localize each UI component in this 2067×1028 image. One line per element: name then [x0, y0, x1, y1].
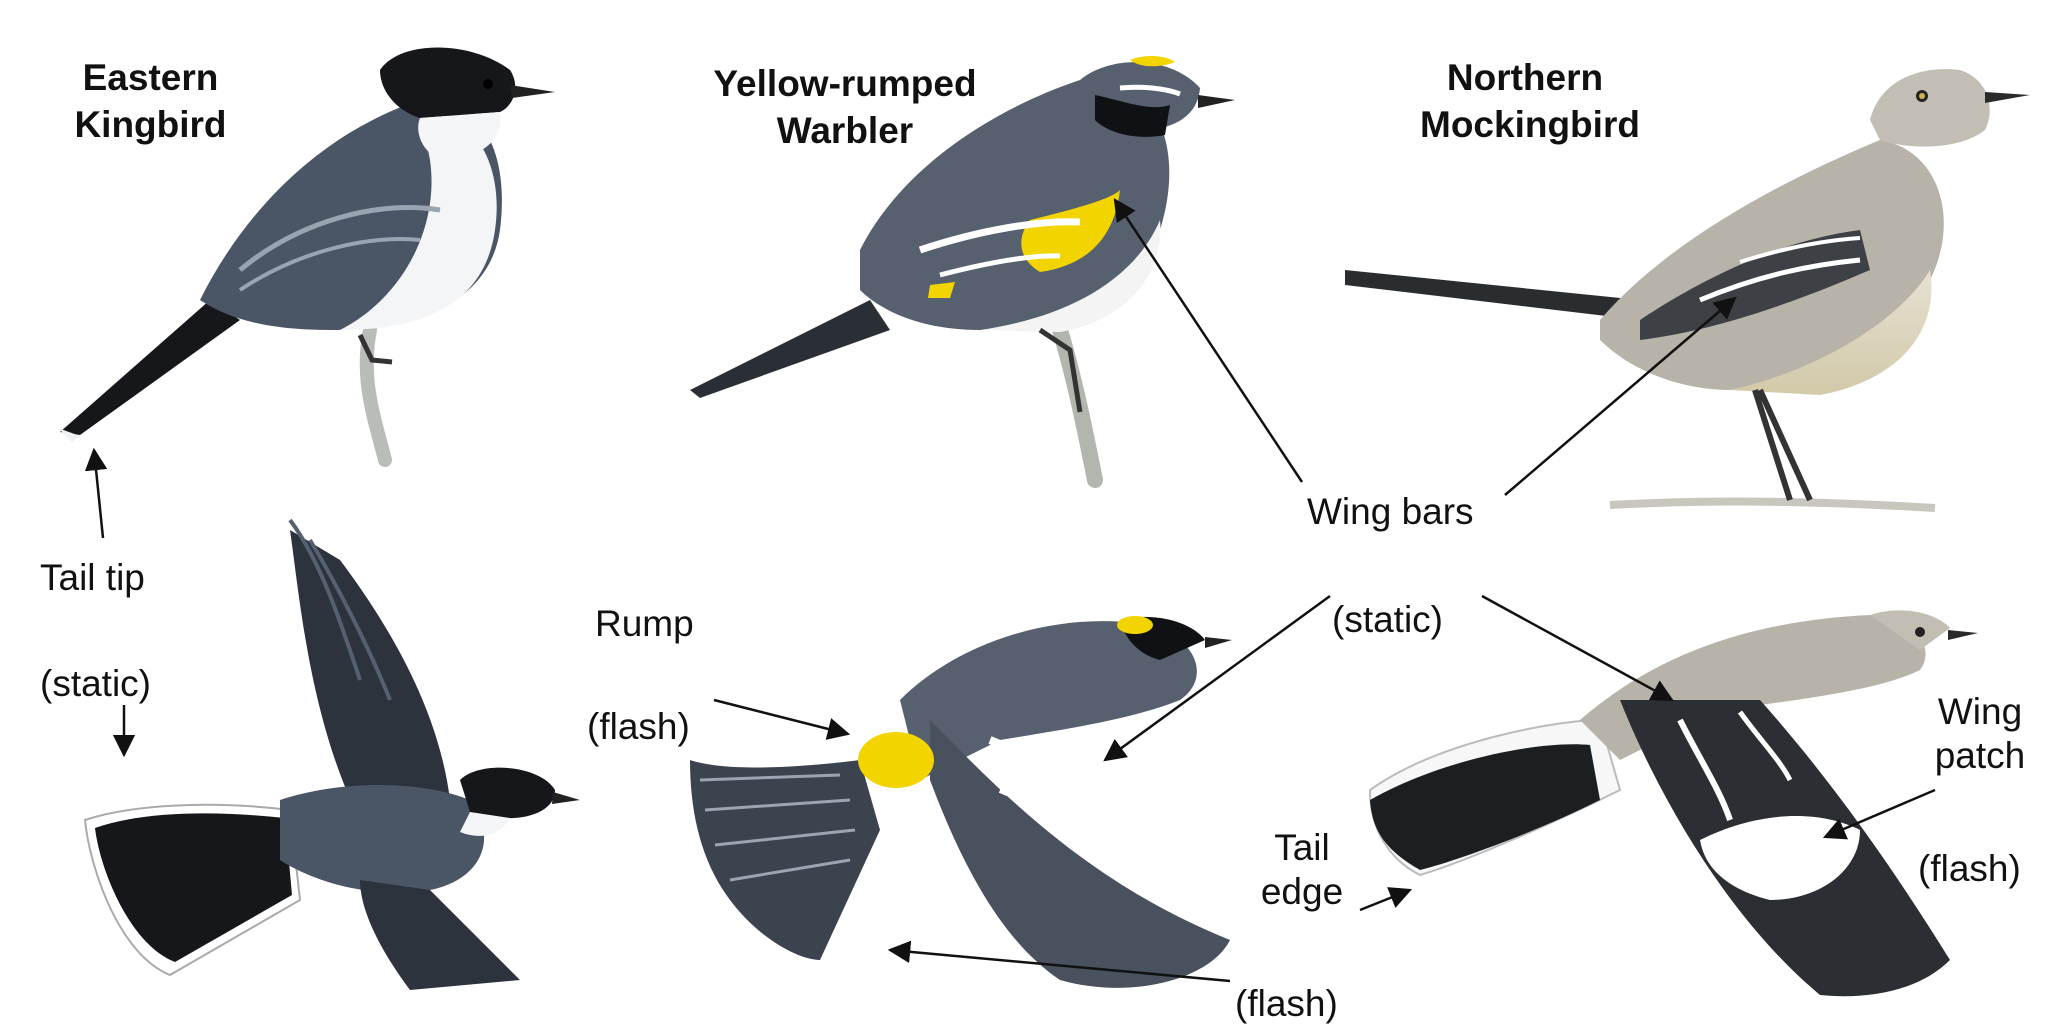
arrow-tail-edge — [1359, 887, 1413, 912]
label-wing-patch-line1: Wing — [1937, 691, 2023, 732]
arrow-wing-bars-mock — [1504, 296, 1737, 496]
pointer-lines — [84, 198, 1936, 983]
arrow-wing-bars-warbler — [1113, 198, 1304, 483]
arrow-wing-bars-flight — [1103, 594, 1331, 762]
arrow-static-center — [1481, 594, 1674, 702]
mockingbird-flying — [1368, 610, 1978, 997]
kingbird-flying — [83, 518, 580, 990]
label-tail-edge-line1: Tail — [1274, 827, 1330, 868]
mockingbird-title-line1: Northern — [1446, 57, 1604, 98]
mockingbird-title: Northern Mockingbird — [1420, 54, 1640, 149]
label-rump: Rump — [595, 603, 694, 644]
warbler-title-line1: Yellow-rumped — [713, 63, 977, 104]
kingbird-title: Eastern Kingbird — [58, 54, 243, 149]
label-wing-bars: Wing bars — [1307, 491, 1474, 532]
label-wing-patch-line2: patch — [1934, 734, 2026, 776]
warbler-title-line2: Warbler — [776, 110, 914, 152]
mockingbird-perched — [1345, 69, 2030, 512]
warbler-perched — [690, 56, 1235, 488]
label-flash-right: (flash) — [1918, 848, 2021, 889]
label-tail-tip: Tail tip — [40, 557, 145, 598]
label-flash-bottom: (flash) — [1235, 983, 1338, 1024]
kingbird-title-line2: Kingbird — [74, 104, 227, 146]
kingbird-perched — [58, 47, 555, 467]
mockingbird-title-line2: Mockingbird — [1420, 104, 1640, 146]
label-flash-rump: (flash) — [587, 706, 690, 747]
arrow-flash-bottom — [887, 940, 1231, 983]
arrow-rump — [713, 698, 851, 740]
arrow-tail-tip — [84, 447, 108, 539]
kingbird-title-line1: Eastern — [82, 57, 219, 98]
label-tail-edge-line2: edge — [1260, 870, 1344, 912]
label-wing-patch: Wing patch — [1920, 690, 2040, 777]
arrow-wing-patch — [1822, 788, 1936, 840]
label-static-left: (static) — [40, 663, 151, 704]
label-tail-edge: Tail edge — [1252, 826, 1352, 913]
warbler-title: Yellow-rumped Warbler — [695, 60, 995, 155]
label-static-center: (static) — [1332, 599, 1443, 640]
warbler-flying — [690, 616, 1232, 988]
